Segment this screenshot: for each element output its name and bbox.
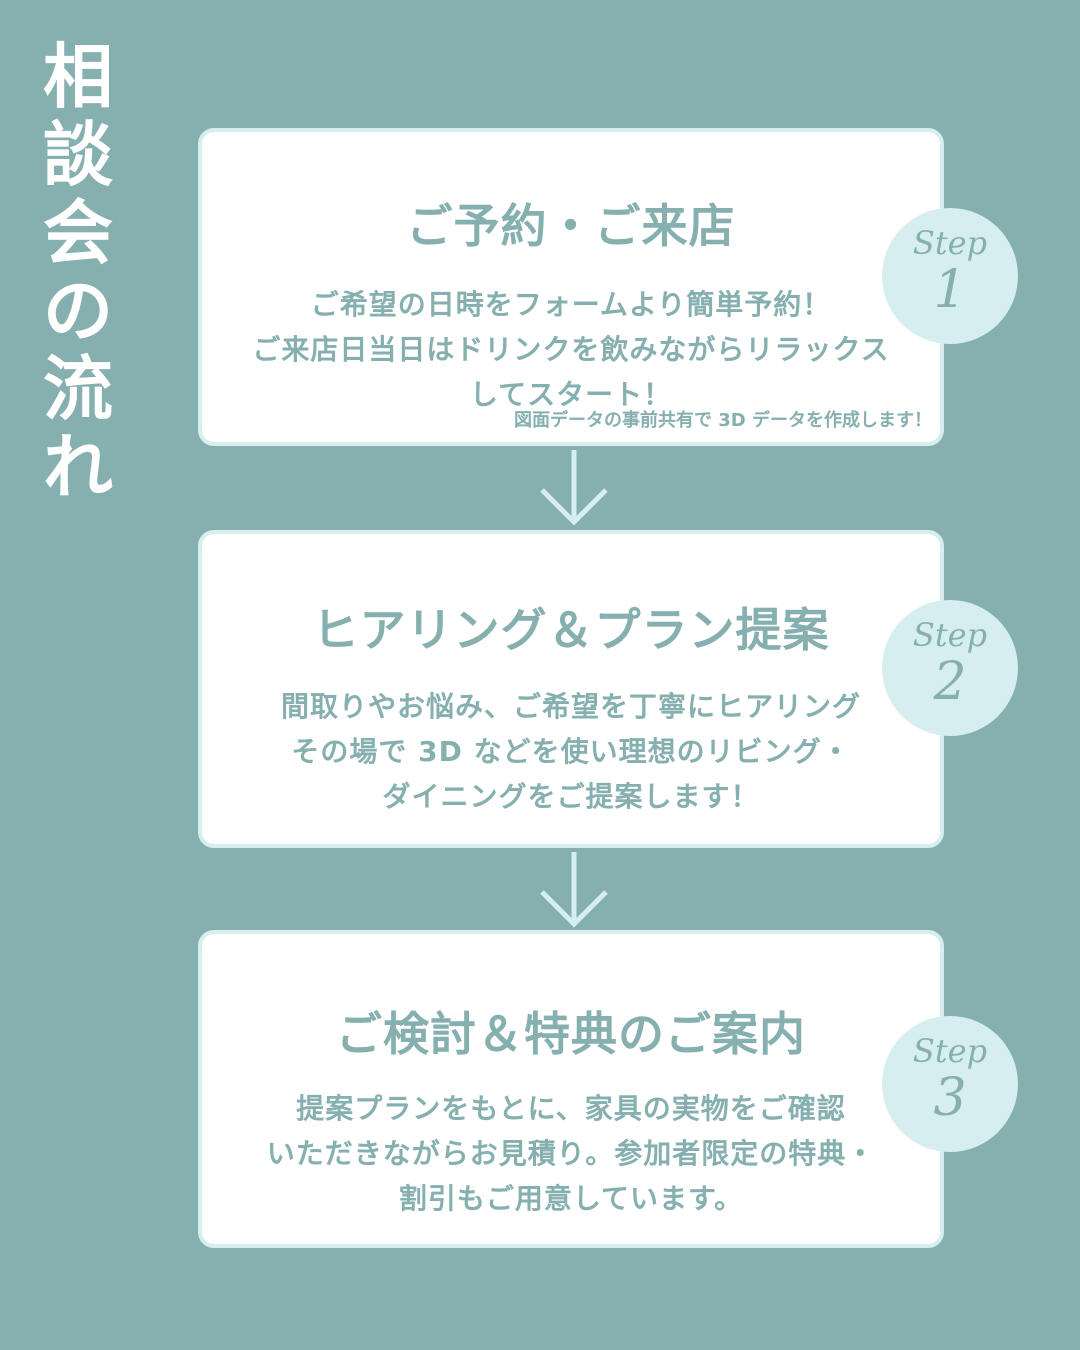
step-2-badge-label: Step	[912, 616, 988, 654]
step-3-heading: ご検討＆特典のご案内	[336, 1007, 806, 1061]
step-1-badge: Step 1	[882, 208, 1018, 344]
step-3-description: 提案プランをもとに、家具の実物をご確認 いただきながらお見積り。参加者限定の特典…	[202, 1086, 940, 1221]
step-2-badge-number: 2	[933, 652, 967, 712]
step-2-line: その場で 3D などを使い理想のリビング・	[291, 735, 851, 768]
title-char: の	[43, 270, 113, 352]
step-1-note: 図面データの事前共有で 3D データを作成します！	[514, 410, 932, 431]
title-char: 相	[43, 36, 113, 118]
step-2-badge: Step 2	[882, 600, 1018, 736]
title-char: 会	[43, 192, 113, 274]
arrow-down-icon	[540, 450, 608, 526]
step-1-card: ご予約・ご来店 ご希望の日時をフォームより簡単予約！ ご来店日当日はドリンクを飲…	[198, 128, 944, 446]
title-char: 流	[43, 348, 113, 430]
title-char: 談	[43, 114, 113, 196]
step-3-line: いただきながらお見積り。参加者限定の特典・	[266, 1137, 876, 1170]
step-1-description: ご希望の日時をフォームより簡単予約！ ご来店日当日はドリンクを飲みながらリラック…	[202, 282, 940, 417]
step-2-line: 間取りやお悩み、ご希望を丁寧にヒアリング	[280, 690, 861, 723]
title-char: れ	[43, 426, 113, 508]
page-title: 相 談 会 の 流 れ	[38, 38, 118, 506]
step-1-heading: ご予約・ご来店	[406, 199, 736, 253]
step-1-line: ご希望の日時をフォームより簡単予約！	[310, 288, 832, 321]
arrow-down-icon	[540, 852, 608, 928]
step-1-badge-number: 1	[933, 260, 967, 320]
step-3-badge: Step 3	[882, 1016, 1018, 1152]
step-1-line: ご来店日当日はドリンクを飲みながらリラックス	[252, 333, 890, 366]
step-2-line: ダイニングをご提案します！	[382, 780, 760, 813]
step-3-line: 割引もご用意しています。	[398, 1182, 744, 1215]
step-2-card: ヒアリング＆プラン提案 間取りやお悩み、ご希望を丁寧にヒアリング その場で 3D…	[198, 530, 944, 848]
step-3-line: 提案プランをもとに、家具の実物をご確認	[296, 1092, 846, 1125]
step-2-heading: ヒアリング＆プラン提案	[312, 603, 830, 657]
step-1-badge-label: Step	[912, 224, 988, 262]
step-3-card: ご検討＆特典のご案内 提案プランをもとに、家具の実物をご確認 いただきながらお見…	[198, 930, 944, 1248]
step-3-badge-label: Step	[912, 1032, 988, 1070]
step-3-badge-number: 3	[933, 1068, 967, 1128]
step-2-description: 間取りやお悩み、ご希望を丁寧にヒアリング その場で 3D などを使い理想のリビン…	[202, 684, 940, 819]
step-1-line: してスタート！	[469, 378, 673, 411]
